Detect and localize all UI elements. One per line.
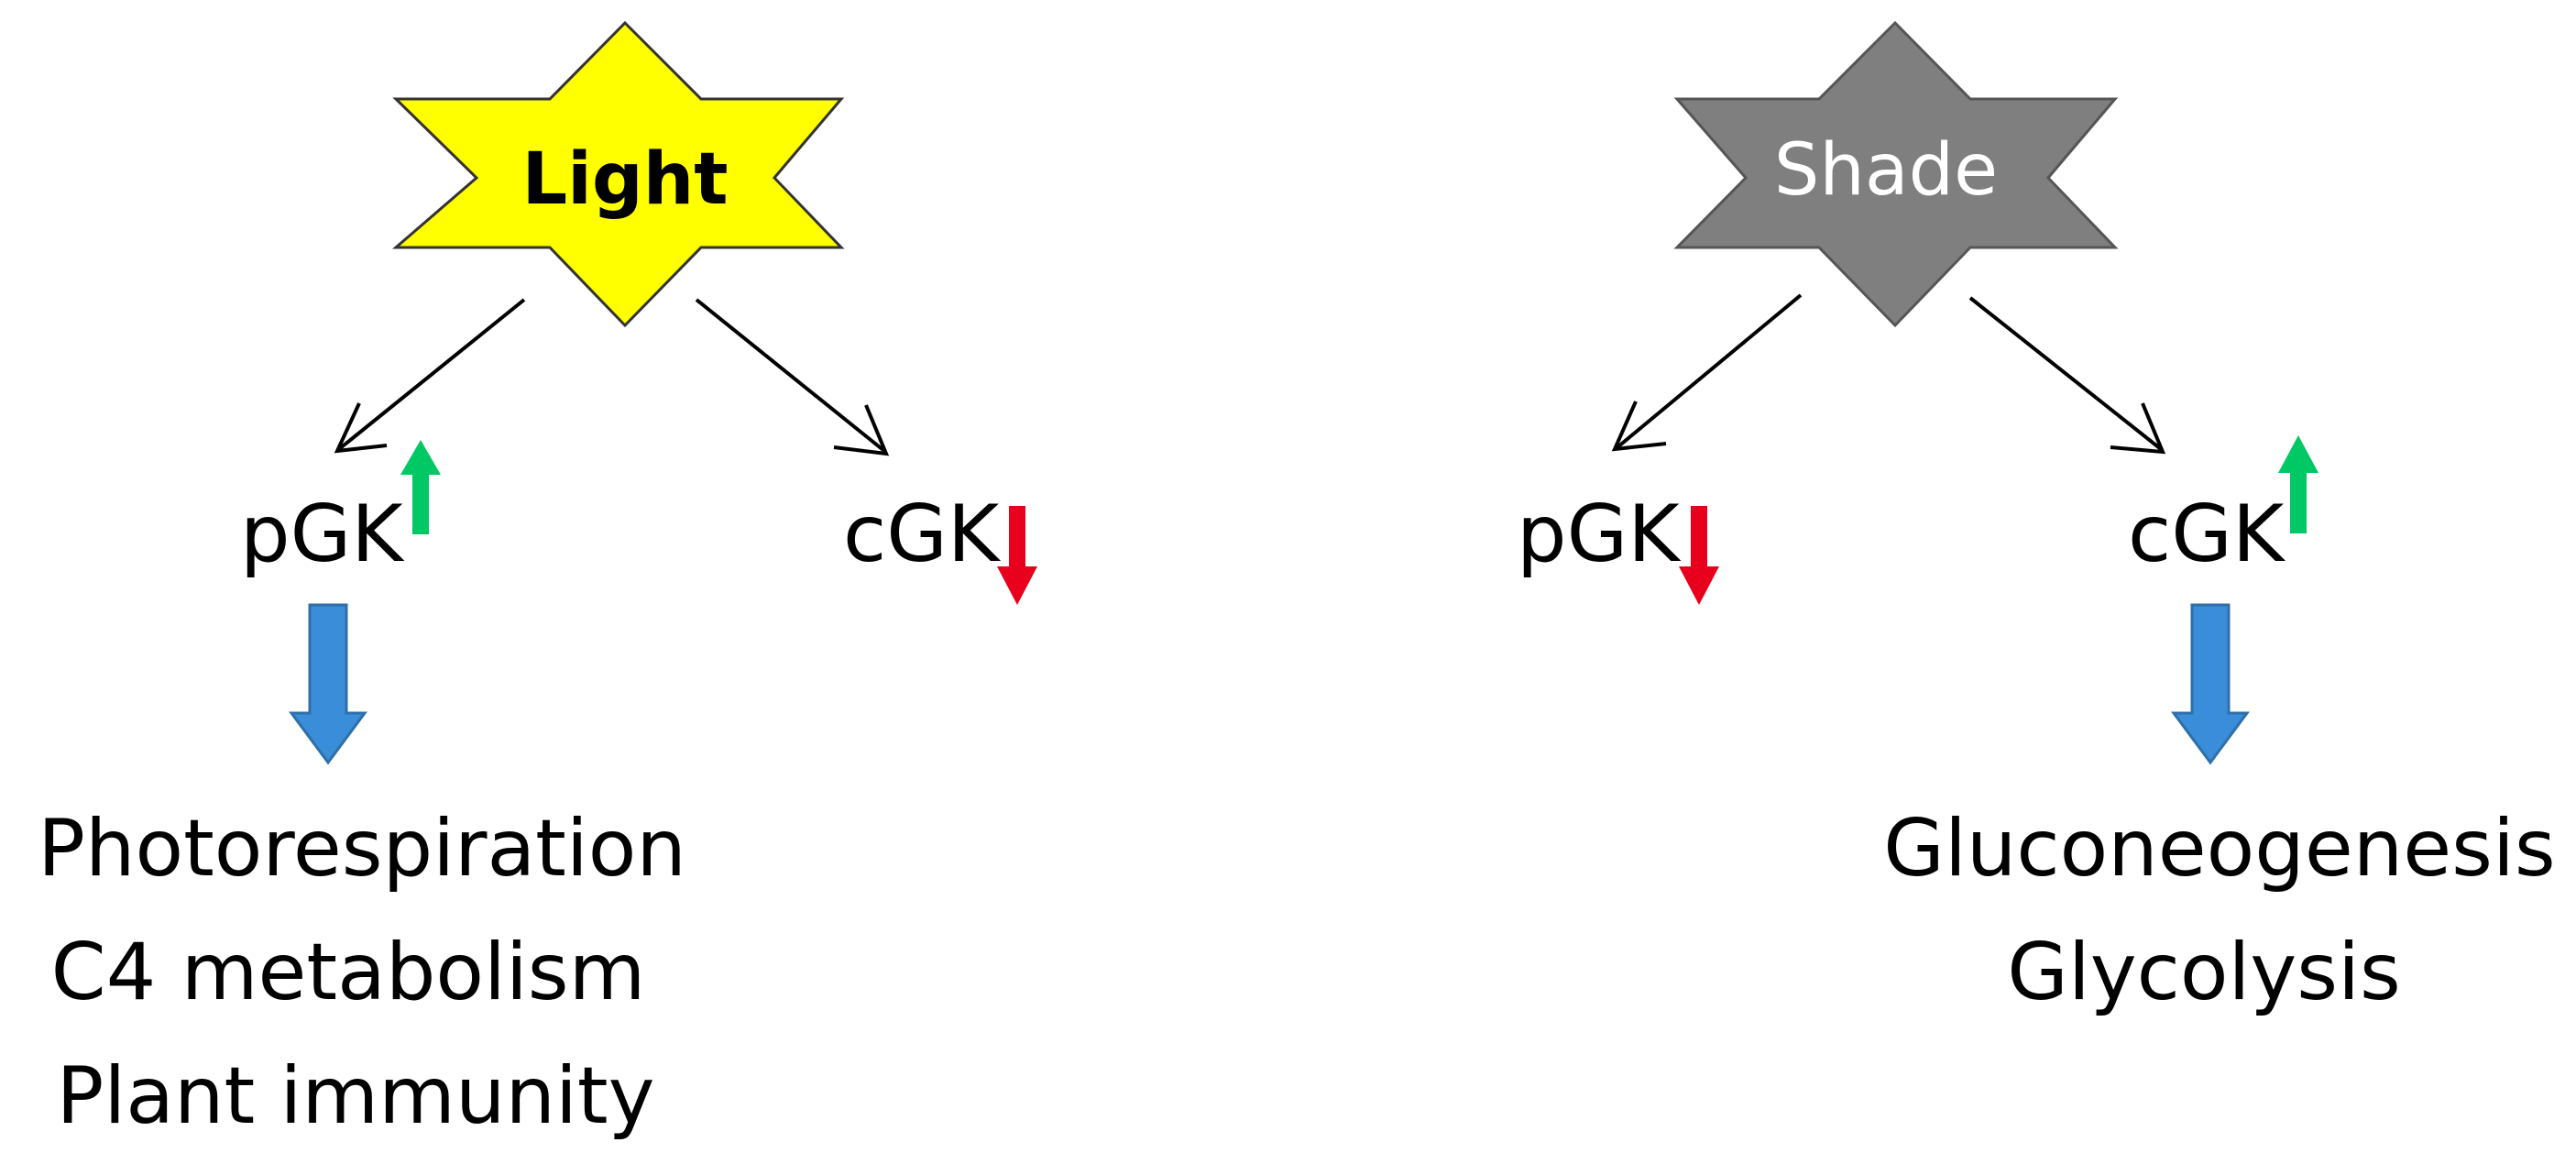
shade-to-pgk-arrow: [1611, 293, 1803, 452]
shade-star-icon: [1673, 20, 2119, 328]
light-outcome-3: Plant immunity: [57, 1050, 655, 1142]
light-outcome-2: C4 metabolism: [51, 927, 646, 1018]
shade-process-arrow-icon: [2171, 603, 2250, 765]
shade-to-cgk-arrow: [1968, 296, 2166, 455]
shade-outcome-2: Glycolysis: [2007, 927, 2401, 1018]
shade-panel: Shade pGK cGK Gluconeogenesis Glycolysis: [1517, 20, 2556, 1018]
light-condition-label: Light: [521, 138, 728, 221]
light-process-arrow-icon: [289, 603, 367, 765]
shade-cgk-up-arrow-icon: [2278, 435, 2318, 533]
shade-pgk-down-arrow-icon: [1679, 506, 1719, 605]
light-star-icon: [391, 20, 845, 328]
shade-outcome-1: Gluconeogenesis: [1883, 803, 2555, 895]
light-pgk-label: pGK: [240, 489, 405, 580]
light-outcome-1: Photorespiration: [38, 803, 686, 895]
shade-condition-label: Shade: [1774, 129, 1998, 212]
light-pgk-up-arrow-icon: [400, 440, 441, 534]
light-panel: Light pGK cGK Photorespiration C4 metabo…: [38, 20, 1037, 1142]
light-cgk-label: cGK: [843, 489, 1002, 580]
light-cgk-down-arrow-icon: [997, 506, 1037, 605]
light-to-pgk-arrow: [334, 298, 526, 454]
light-to-cgk-arrow: [695, 298, 890, 456]
shade-cgk-label: cGK: [2128, 489, 2286, 580]
shade-pgk-label: pGK: [1517, 489, 1682, 580]
